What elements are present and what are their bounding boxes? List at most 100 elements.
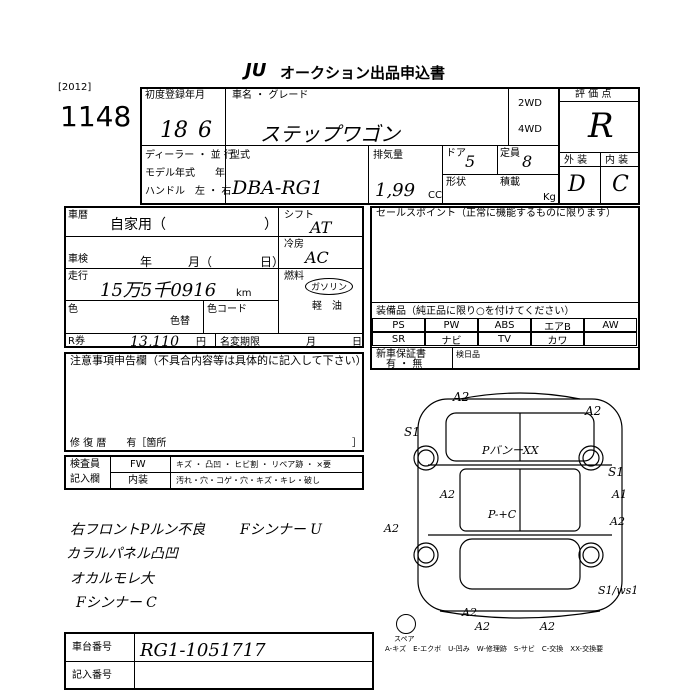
color-label: 色	[68, 304, 78, 315]
diesel-label: 軽 油	[312, 301, 342, 312]
diagram-label-13: A2	[475, 620, 490, 633]
grade-value: R	[588, 106, 614, 146]
recycle-unit: 円	[196, 337, 206, 348]
equipment-1-5: AW	[584, 318, 637, 332]
equipment-2-5	[584, 332, 637, 346]
displacement: 1,99	[375, 180, 416, 201]
handwritten-line-4: Fシンナー C	[76, 595, 157, 611]
equipment-2-4: カワ	[531, 332, 584, 347]
diagram-label-3: PバンーXX	[482, 444, 539, 457]
shift-value: AT	[310, 218, 332, 237]
sales-point-label: セールスポイント（正常に機能するものに限ります）	[376, 208, 616, 219]
fw-label: FW	[130, 459, 146, 470]
chassis-number: RG1-1051717	[140, 640, 266, 661]
name-change-day: 日	[352, 337, 362, 348]
kg-unit: Kg	[543, 192, 556, 203]
equipment-1-4: エアB	[531, 318, 584, 333]
warranty-label: 新車保証書	[376, 349, 426, 360]
reg-month: 6	[198, 118, 212, 143]
model-type: DBA-RG1	[232, 177, 323, 199]
recycle-label: R券	[68, 336, 85, 347]
model-year-label: モデル年式 年	[145, 168, 225, 179]
equipment-2-3: TV	[478, 332, 531, 346]
record-label: 記入欄	[70, 474, 100, 485]
equipment-2-1: SR	[372, 332, 425, 346]
form-top-frame	[140, 87, 640, 205]
equipment-label: 装備品（純正品に限り○を付けてください）	[376, 306, 575, 317]
dealer-label: ディーラー ・ 並 行	[145, 150, 234, 161]
history-label: 車暦	[68, 210, 88, 221]
interior-record-label: 内装	[128, 475, 148, 486]
year-tag: [2012]	[58, 82, 92, 93]
reg-year: 18	[160, 118, 188, 143]
diagram-label-1: A2	[453, 390, 470, 404]
notes-label: 注意事項申告欄（不具合内容等は具体的に記入して下さい）	[70, 354, 367, 367]
diagram-label-9: P-+C	[488, 508, 517, 521]
handwritten-line-3: オカルモレ大	[70, 571, 154, 587]
mileage-value: 15万5千0916	[100, 280, 217, 301]
interior-label: 内 装	[605, 155, 629, 166]
mileage-unit: km	[236, 288, 252, 299]
handle-label: ハンドル 左 ・ 右	[145, 186, 232, 197]
doors: 5	[465, 152, 476, 171]
shift-label: シフト	[284, 210, 314, 221]
notes-frame	[64, 352, 364, 452]
inspector-label: 検査員	[70, 459, 100, 470]
sales-point-frame	[370, 206, 640, 370]
spare-tire-icon	[396, 614, 416, 634]
repair-history-end: ］	[352, 438, 362, 449]
color-code-label: 色コード	[207, 304, 247, 315]
diagram-label-2: S1	[404, 425, 420, 439]
ac-value: AC	[305, 248, 329, 267]
equipment-1-2: PW	[425, 318, 478, 332]
grade-label: 評 価 点	[575, 89, 612, 100]
form-title: オークション出品申込書	[280, 64, 446, 82]
doors-label: ドア	[446, 148, 466, 159]
spare-label: スペア	[394, 635, 415, 643]
shape-label: 形状	[446, 177, 466, 188]
shaken-text: 年 月（ 日）	[140, 255, 285, 269]
capacity: 8	[522, 152, 533, 171]
name-change-month: 月	[306, 337, 316, 348]
exterior-label: 外 装	[564, 155, 588, 166]
handwritten-line-2: カラルパネル凸凹	[66, 546, 178, 562]
fuel-label: 燃料	[284, 271, 304, 282]
diagram-label-4: A2	[585, 404, 602, 418]
inspection-label: 検日品	[456, 350, 480, 359]
equipment-2-2: ナビ	[425, 332, 478, 347]
load-label: 積載	[500, 177, 520, 188]
diagram-label-11: S1/ws1	[598, 584, 639, 597]
vehicle-info-frame	[64, 206, 364, 348]
capacity-label: 定員	[500, 148, 520, 159]
warranty-yes-no: 有 ・ 無	[386, 359, 423, 370]
handwritten-line-1: 右フロントPルン不良	[70, 522, 206, 538]
fw-legend: キズ ・ 凸凹 ・ ヒビ割 ・ リペア跡 ・ ×要	[176, 460, 332, 469]
diagram-label-6: S1	[608, 465, 624, 479]
car-name-label: 車名 ・ グレード	[232, 90, 309, 101]
ac-label: 冷房	[284, 239, 304, 250]
name-change-label: 名変期限	[220, 337, 260, 348]
shaken-label: 車検	[68, 254, 88, 265]
diagram-label-5: A2	[440, 488, 455, 501]
diagram-label-7: A1	[612, 488, 627, 501]
displacement-label: 排気量	[373, 150, 403, 161]
chassis-label: 車台番号	[72, 642, 112, 653]
lot-number: 1148	[60, 100, 132, 133]
cc-unit: CC	[428, 190, 442, 201]
recycle-value: 13,110	[130, 334, 179, 350]
diagram-label-8: A2	[610, 515, 625, 528]
handwritten-right-note: Fシンナー U	[240, 522, 322, 538]
fuel-value: ガソリン	[305, 278, 354, 295]
repair-history-label: 修 復 暦 有［箇所	[70, 438, 167, 449]
equipment-1-3: ABS	[478, 318, 531, 332]
drive-4wd: 4WD	[518, 124, 542, 135]
drive-2wd: 2WD	[518, 98, 542, 109]
model-type-label: 型式	[230, 150, 250, 161]
mileage-label: 走行	[68, 271, 88, 282]
reg-date-label: 初度登録年月	[145, 90, 205, 101]
interior-grade: C	[612, 172, 629, 197]
car-damage-diagram	[413, 392, 623, 619]
history-value: 自家用（ ）	[110, 217, 278, 233]
diagram-label-12: A2	[462, 606, 477, 619]
header-logo: JU	[245, 60, 267, 81]
